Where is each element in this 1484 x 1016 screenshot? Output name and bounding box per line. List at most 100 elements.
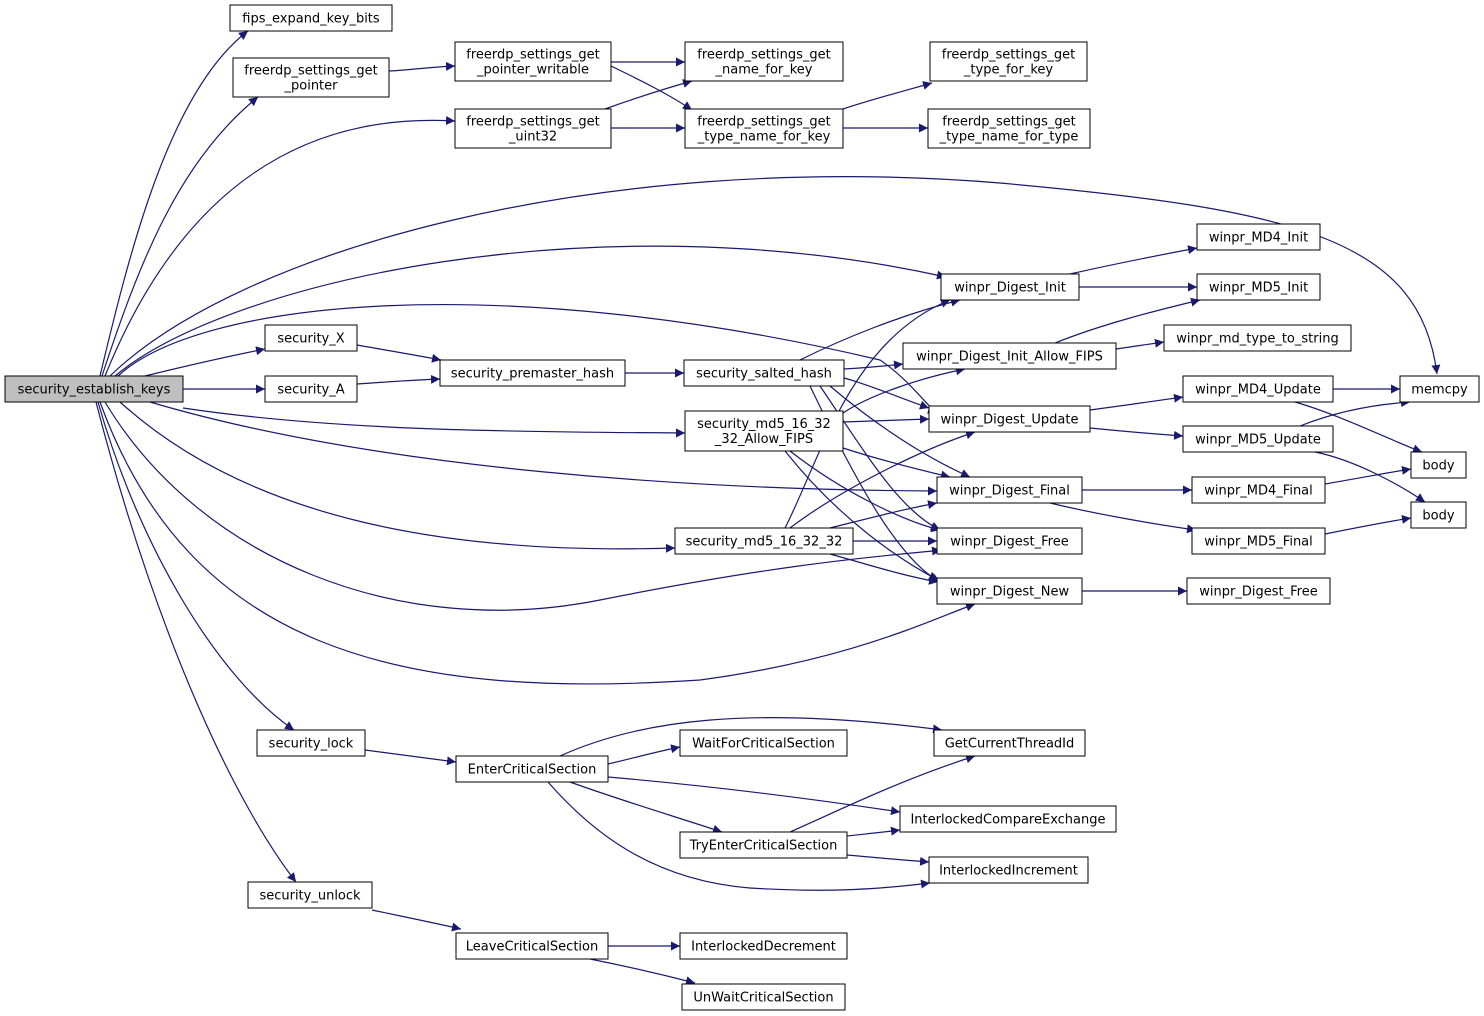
node-box [232,57,390,98]
node-md4-init[interactable]: winpr_MD4_Init [1196,223,1321,251]
edge-md5_fips-to-digest_final [842,447,951,480]
node-memcpy[interactable]: memcpy [1399,375,1480,403]
node-fs-type-name-for-key[interactable]: freerdp_settings_get_type_name_for_key [684,108,844,149]
node-security-a[interactable]: security_A [264,375,358,403]
node-label: security_premaster_hash [451,367,614,382]
node-digest-free[interactable]: winpr_Digest_Free [936,527,1083,555]
edge-root-to-digest_free [104,401,942,611]
node-label: winpr_Digest_Init [954,281,1066,296]
edge-line [559,717,943,757]
node-salted[interactable]: security_salted_hash [683,359,845,387]
node-label: freerdp_settings_get [942,115,1075,130]
edge-line [149,401,938,496]
node-label: _name_for_key [715,63,813,78]
node-interlocked-inc[interactable]: InterlockedIncrement [928,856,1089,884]
node-premaster[interactable]: security_premaster_hash [439,359,626,387]
node-security-unlock[interactable]: security_unlock [247,881,373,909]
node-fs-type-name-for-type[interactable]: freerdp_settings_get_type_name_for_type [927,108,1091,149]
node-label: body [1422,459,1454,474]
node-try-enter-cs[interactable]: TryEnterCriticalSection [679,831,848,859]
node-box [684,108,844,149]
edge-line [101,96,259,377]
node-md5-init[interactable]: winpr_MD5_Init [1196,273,1321,301]
node-label: security_unlock [259,889,361,904]
edge-line [1299,398,1411,427]
node-digest-init-fips[interactable]: winpr_Digest_Init_Allow_FIPS [902,342,1117,370]
node-fs-name-for-key[interactable]: freerdp_settings_get_name_for_key [684,41,844,82]
node-label: winpr_MD4_Init [1209,231,1308,246]
edge-digest_init_fips-to-md_type_str [1115,338,1165,350]
node-box [684,41,844,82]
node-leave-cs[interactable]: LeaveCriticalSection [455,932,609,960]
node-md5-final[interactable]: winpr_MD5_Final [1191,527,1326,555]
edge-line [829,500,938,529]
node-label: InterlockedDecrement [691,940,836,955]
node-digest-update[interactable]: winpr_Digest_Update [928,405,1091,433]
node-interlocked-cx[interactable]: InterlockedCompareExchange [899,805,1117,833]
node-body1[interactable]: body [1410,451,1467,479]
node-box [1191,476,1326,504]
node-label: _pointer_writable [476,63,589,78]
node-md4-final[interactable]: winpr_MD4_Final [1191,476,1326,504]
node-wait-cs[interactable]: WaitForCriticalSection [679,729,848,757]
edge-fs_get_ptr-to-fs_get_ptr_w [388,61,456,72]
node-root[interactable]: security_establish_keys [4,375,184,403]
node-enter-cs[interactable]: EnterCriticalSection [455,755,609,783]
node-box [1196,273,1321,301]
node-fs-get-u32[interactable]: freerdp_settings_get_uint32 [454,108,612,149]
node-digest-init[interactable]: winpr_Digest_Init [940,273,1080,301]
node-fs-get-ptr[interactable]: freerdp_settings_get_pointer [232,57,390,98]
node-md-type-str[interactable]: winpr_md_type_to_string [1163,324,1352,352]
node-body2[interactable]: body [1410,501,1467,529]
node-digest-new[interactable]: winpr_Digest_New [936,577,1083,605]
node-security-x[interactable]: security_X [264,324,358,352]
edge-line [114,245,947,377]
node-digest-free2[interactable]: winpr_Digest_Free [1186,577,1331,605]
node-box [679,831,848,859]
edge-line [144,346,266,377]
node-label: winpr_MD5_Final [1204,535,1313,550]
node-label: winpr_MD4_Final [1204,484,1313,499]
nodes-layer: security_establish_keys fips_expand_key_b… [4,4,1480,1011]
node-interlocked-dec[interactable]: InterlockedDecrement [679,932,848,960]
node-box [1182,375,1334,403]
node-md5-163232[interactable]: security_md5_16_32_32 [674,527,854,555]
node-box [455,755,609,783]
node-md5-update[interactable]: winpr_MD5_Update [1182,425,1334,453]
edge-digest_init_fips-to-md5_init [1054,297,1201,344]
edge-fs_type_name_for_key-to-fs_type_for_key [842,81,933,110]
node-get-tid[interactable]: GetCurrentThreadId [933,729,1086,757]
node-digest-final[interactable]: winpr_Digest_Final [936,476,1083,504]
node-security-lock[interactable]: security_lock [256,729,366,757]
edge-try_enter_cs-to-interlocked_inc [846,854,930,866]
edge-md5_fips-to-digest_new [784,450,939,581]
node-label: winpr_Digest_Free [950,535,1068,550]
edge-root-to-security_unlock [95,401,297,883]
node-box [1182,425,1334,453]
edge-line [1089,393,1184,411]
node-box [1163,324,1352,352]
node-fs-get-ptr-w[interactable]: freerdp_settings_get_pointer_writable [454,41,612,82]
edge-line [1324,465,1412,485]
node-label: freerdp_settings_get [942,48,1075,63]
node-md4-update[interactable]: winpr_MD4_Update [1182,375,1334,403]
edge-enter_cs-to-get_tid [559,717,943,757]
node-unwait-cs[interactable]: UnWaitCriticalSection [681,983,846,1011]
edge-line [547,781,931,891]
node-label: security_establish_keys [18,383,171,398]
node-fips[interactable]: fips_expand_key_bits [229,4,393,32]
node-box [928,856,1089,884]
edge-line [117,304,938,414]
edge-md5_fips-to-digest_init_fips [842,366,966,414]
node-label: security_md5_16_32 [697,417,831,432]
edge-line [1069,245,1198,275]
node-fs-type-for-key[interactable]: freerdp_settings_get_type_for_key [929,41,1088,82]
node-box [264,375,358,403]
node-md5-fips[interactable]: security_md5_16_32_32_Allow_FIPS [684,410,844,452]
node-box [683,359,845,387]
edge-line [842,447,951,480]
edge-line [846,826,901,837]
node-box [4,375,184,403]
node-label: winpr_Digest_Update [941,413,1079,428]
